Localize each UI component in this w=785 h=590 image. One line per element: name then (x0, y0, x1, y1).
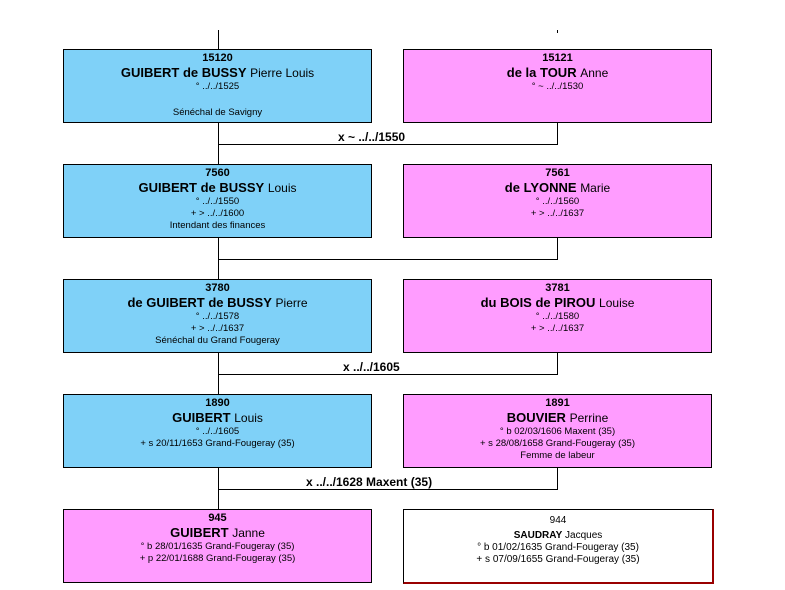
gen4-child-line (218, 467, 219, 509)
given-name: Louis (267, 181, 297, 195)
death-detail: + p 22/01/1688 Grand-Fougeray (35) (139, 553, 296, 564)
gen1-right-drop (557, 122, 558, 145)
person-box-3781[interactable]: 3781 du BOIS de PIROU Louise ° ../../158… (403, 279, 712, 353)
person-box-1891[interactable]: 1891 BOUVIER Perrine ° b 02/03/1606 Maxe… (403, 394, 712, 468)
birth-detail: ° ../../1525 (195, 81, 240, 92)
birth-detail: ° b 02/03/1606 Maxent (35) (499, 426, 616, 437)
surname: de la TOUR (506, 65, 577, 80)
gen3-right-drop (557, 352, 558, 375)
person-box-7560[interactable]: 7560 GUIBERT de BUSSY Louis ° ../../1550… (63, 164, 372, 238)
occupation: Intendant des finances (169, 220, 266, 231)
gen1-marriage-line (218, 144, 558, 145)
occupation: Femme de labeur (520, 450, 595, 461)
gen2-child-line (218, 237, 219, 279)
person-name: BOUVIER Perrine (404, 410, 711, 426)
sosa-number: 7561 (545, 167, 570, 179)
surname: GUIBERT (170, 525, 229, 540)
surname: GUIBERT (172, 410, 231, 425)
death-detail: + s 28/08/1658 Grand-Fougeray (35) (480, 438, 635, 449)
gen1-child-line (218, 122, 219, 164)
marriage-label-3: x ../../1605 (343, 360, 400, 374)
person-box-944[interactable]: 944 SAUDRAY Jacques ° b 01/02/1635 Grand… (403, 509, 714, 584)
surname: SAUDRAY (513, 530, 563, 541)
birth-detail: ° ../../1550 (195, 196, 240, 207)
gen3-child-line (218, 352, 219, 394)
sosa-number: 3781 (545, 282, 570, 294)
person-name: GUIBERT de BUSSY Louis (64, 180, 371, 196)
death-detail: + s 07/09/1655 Grand-Fougeray (35) (476, 554, 640, 565)
occupation: Sénéchal de Savigny (172, 107, 263, 118)
birth-detail: ° ../../1578 (195, 311, 240, 322)
gen3-marriage-line (218, 374, 558, 375)
birth-detail: ° ../../1580 (535, 311, 580, 322)
person-box-7561[interactable]: 7561 de LYONNE Marie ° ../../1560 + > ..… (403, 164, 712, 238)
sosa-number: 7560 (205, 167, 230, 179)
given-name: Marie (580, 181, 611, 195)
marriage-label-1: x ~ ../../1550 (338, 130, 406, 144)
surname: BOUVIER (506, 410, 566, 425)
top-connector-right (557, 30, 558, 33)
sosa-number: 1890 (205, 397, 230, 409)
person-name: du BOIS de PIROU Louise (404, 295, 711, 311)
given-name: Louise (599, 296, 635, 310)
given-name: Pierre Louis (250, 66, 315, 80)
sosa-number: 945 (208, 512, 227, 524)
person-name: de la TOUR Anne (404, 65, 711, 81)
death-detail: + s 20/11/1653 Grand-Fougeray (35) (140, 438, 295, 449)
person-box-3780[interactable]: 3780 de GUIBERT de BUSSY Pierre ° ../../… (63, 279, 372, 353)
gen4-marriage-line (218, 489, 558, 490)
birth-detail: ° ~ ../../1530 (531, 81, 584, 92)
birth-detail: ° ../../1560 (535, 196, 580, 207)
sosa-number: 1891 (545, 397, 570, 409)
marriage-label-4: x ../../1628 Maxent (35) (306, 475, 433, 489)
person-name: GUIBERT Janne (64, 525, 371, 541)
surname: du BOIS de PIROU (480, 295, 596, 310)
person-name: de GUIBERT de BUSSY Pierre (64, 295, 371, 311)
person-box-15121[interactable]: 15121 de la TOUR Anne ° ~ ../../1530 (403, 49, 712, 123)
sosa-number: 15120 (202, 52, 233, 64)
surname: GUIBERT de BUSSY (120, 65, 247, 80)
top-connector-left (218, 30, 219, 49)
person-name: de LYONNE Marie (404, 180, 711, 196)
person-box-945[interactable]: 945 GUIBERT Janne ° b 28/01/1635 Grand-F… (63, 509, 372, 583)
death-detail: + > ../../1637 (530, 208, 585, 219)
gen4-right-drop (557, 467, 558, 490)
surname: GUIBERT de BUSSY (138, 180, 265, 195)
surname: de LYONNE (504, 180, 577, 195)
person-name: SAUDRAY Jacques (404, 529, 712, 542)
sosa-number: 944 (549, 515, 567, 526)
person-box-15120[interactable]: 15120 GUIBERT de BUSSY Pierre Louis ° ..… (63, 49, 372, 123)
surname: de GUIBERT de BUSSY (127, 295, 272, 310)
given-name: Anne (580, 66, 609, 80)
death-detail: + > ../../1637 (190, 323, 245, 334)
given-name: Pierre (275, 296, 308, 310)
person-name: GUIBERT de BUSSY Pierre Louis (64, 65, 371, 81)
gen2-marriage-line (218, 259, 558, 260)
birth-detail: ° ../../1605 (195, 426, 240, 437)
given-name: Louis (234, 411, 263, 425)
sosa-number: 3780 (205, 282, 230, 294)
given-name: Perrine (569, 411, 609, 425)
given-name: Jacques (565, 530, 603, 541)
occupation: Sénéchal du Grand Fougeray (155, 335, 280, 346)
sosa-number: 15121 (542, 52, 573, 64)
death-detail: + > ../../1600 (190, 208, 245, 219)
birth-detail: ° b 28/01/1635 Grand-Fougeray (35) (140, 541, 295, 552)
gen2-right-drop (557, 237, 558, 260)
person-box-1890[interactable]: 1890 GUIBERT Louis ° ../../1605 + s 20/1… (63, 394, 372, 468)
given-name: Janne (232, 526, 265, 540)
birth-detail: ° b 01/02/1635 Grand-Fougeray (35) (477, 542, 639, 553)
death-detail: + > ../../1637 (530, 323, 585, 334)
person-name: GUIBERT Louis (64, 410, 371, 426)
